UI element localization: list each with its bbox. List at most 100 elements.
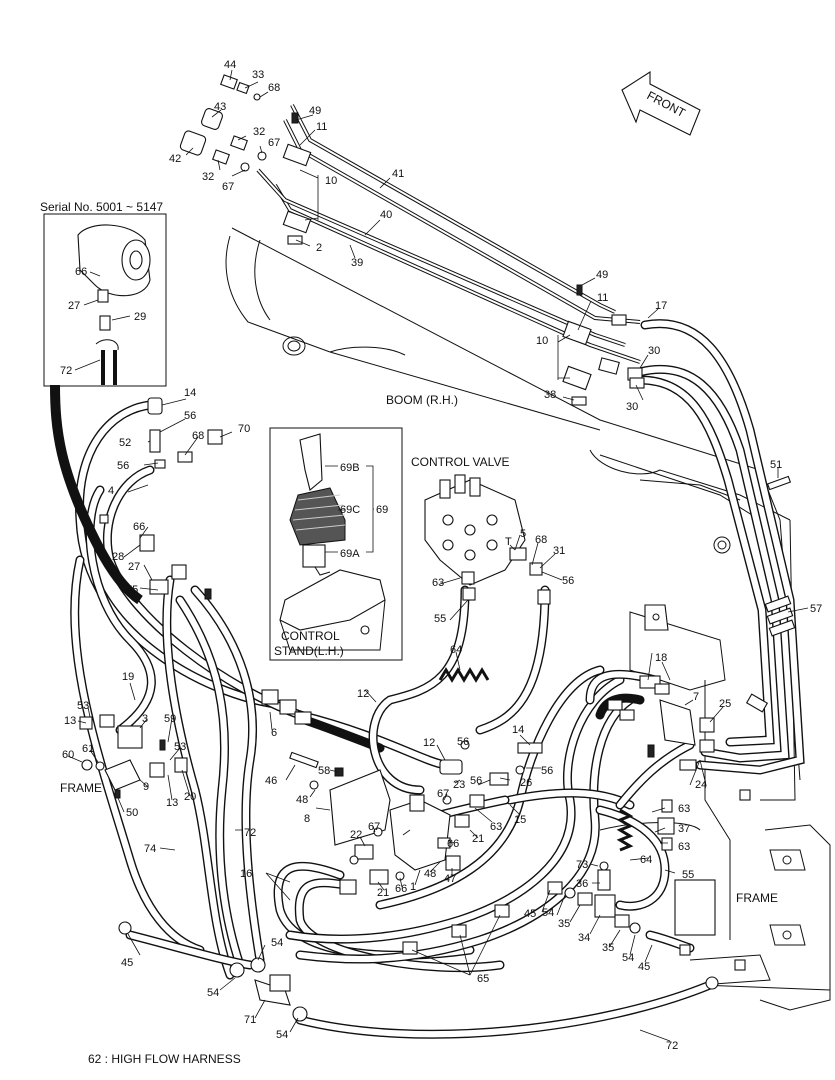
callout-7: 7	[693, 691, 699, 703]
callout-14a: 14	[184, 387, 196, 399]
callout-6: 6	[271, 727, 277, 739]
callout-27: 27	[128, 561, 140, 573]
callout-42: 42	[169, 153, 181, 165]
callout-50: 50	[126, 807, 138, 819]
callout-45a: 45	[524, 908, 536, 920]
callout-75: 75	[126, 584, 138, 596]
callout-74: 74	[144, 843, 156, 855]
callout-33: 33	[252, 69, 264, 81]
callout-45b: 45	[638, 961, 650, 973]
callout-4: 4	[108, 485, 114, 497]
callout-28: 28	[112, 551, 124, 563]
callout-19: 19	[122, 671, 134, 683]
spring-guard-64a	[438, 667, 490, 683]
callout-41: 41	[392, 168, 404, 180]
callout-32: 32	[253, 126, 265, 138]
frame-label-right: FRAME	[736, 891, 778, 905]
callout-30b: 30	[626, 401, 638, 413]
serial-callout-66: 66	[75, 266, 87, 278]
callout-43: 43	[214, 101, 226, 113]
callout-65: 65	[477, 973, 489, 985]
callout-49: 49	[309, 105, 321, 117]
callout-16: 16	[240, 868, 252, 880]
callout-18: 18	[655, 652, 667, 664]
callout-8: 8	[304, 813, 310, 825]
serial-inset: Serial No. 5001 ~ 5147 66 27 29 72	[40, 200, 167, 387]
callout-35a: 35	[558, 918, 570, 930]
callout-70: 70	[238, 423, 250, 435]
callout-55a: 55	[434, 613, 446, 625]
callout-36: 36	[576, 878, 588, 890]
serial-title: Serial No. 5001 ~ 5147	[40, 200, 163, 214]
boom-label: BOOM (R.H.)	[386, 393, 458, 407]
callout-58: 58	[318, 765, 330, 777]
frame-label-left: FRAME	[60, 781, 102, 795]
callout-54e: 54	[276, 1029, 288, 1041]
callout-22: 22	[350, 829, 362, 841]
callout-14b: 14	[512, 724, 524, 736]
callout-12a: 12	[357, 688, 369, 700]
callout-56c: 56	[562, 575, 574, 587]
callout-54b: 54	[622, 952, 634, 964]
control-stand-inset: 69B 69C 69 69A CONTROL STAND(L.H.)	[269, 427, 403, 661]
callout-67b: 67	[222, 181, 234, 193]
callout-11b: 11	[597, 292, 608, 304]
callout-48a: 48	[296, 794, 308, 806]
stand-callout-69: 69	[376, 504, 388, 516]
callout-68: 68	[268, 82, 280, 94]
callout-31: 31	[553, 545, 565, 557]
leader-lines	[67, 69, 809, 1042]
callout-20: 20	[184, 791, 196, 803]
callout-13a: 13	[64, 715, 76, 727]
callout-53b: 53	[174, 741, 186, 753]
callout-3: 3	[142, 713, 148, 725]
callout-56a: 56	[184, 410, 196, 422]
callout-39: 39	[351, 257, 363, 269]
callout-56b: 56	[117, 460, 129, 472]
front-arrow: FRONT	[621, 70, 701, 136]
callout-2: 2	[316, 242, 322, 254]
callout-45c: 45	[121, 957, 133, 969]
callout-21b: 21	[377, 887, 389, 899]
stand-callout-69b: 69B	[340, 462, 360, 474]
callout-66c: 66	[395, 883, 407, 895]
callout-60: 60	[62, 749, 74, 761]
spring-guard-64b	[616, 808, 634, 852]
callout-64b: 64	[640, 854, 652, 866]
control-stand-caption-2: STAND(L.H.)	[274, 644, 344, 658]
high-flow-note: 62 : HIGH FLOW HARNESS	[88, 1052, 241, 1066]
serial-callout-27: 27	[68, 300, 80, 312]
callout-T: T	[505, 536, 512, 548]
callout-48b: 48	[424, 868, 436, 880]
frame-outline	[674, 824, 831, 1011]
callout-63a: 63	[432, 577, 444, 589]
callout-1: 1	[410, 881, 416, 893]
callout-46: 46	[265, 775, 277, 787]
control-valve-label: CONTROL VALVE	[411, 455, 509, 469]
callout-52: 52	[119, 437, 131, 449]
callout-54c: 54	[271, 937, 283, 949]
callout-38: 38	[544, 389, 556, 401]
callout-49b: 49	[596, 269, 608, 281]
callout-54a: 54	[542, 907, 554, 919]
stand-callout-69c: 69C	[340, 504, 360, 516]
callout-labels: 44 33 68 49 11 43 32 67 42 32 67 10 41 4…	[62, 59, 822, 1052]
callout-35b: 35	[602, 942, 614, 954]
callout-63b: 63	[490, 821, 502, 833]
callout-63c: 63	[678, 803, 690, 815]
callout-72b: 72	[666, 1040, 678, 1052]
callout-73: 73	[576, 859, 588, 871]
callout-71: 71	[244, 1014, 256, 1026]
callout-26: 26	[520, 777, 532, 789]
callout-51: 51	[770, 459, 782, 471]
control-stand-caption-1: CONTROL	[281, 629, 340, 643]
callout-55b: 55	[682, 869, 694, 881]
callout-61: 61	[82, 743, 94, 755]
callout-67d: 67	[368, 821, 380, 833]
callout-37: 37	[678, 823, 690, 835]
callout-56e: 56	[541, 765, 553, 777]
callout-32b: 32	[202, 171, 214, 183]
callout-57: 57	[810, 603, 822, 615]
callout-23: 23	[453, 779, 465, 791]
serial-callout-29: 29	[134, 311, 146, 323]
